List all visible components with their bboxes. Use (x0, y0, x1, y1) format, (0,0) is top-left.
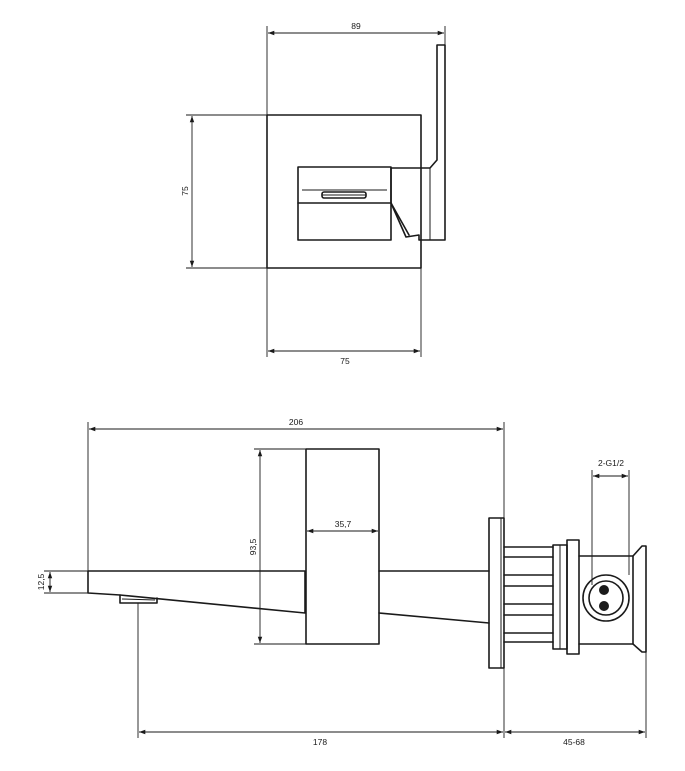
dim-label-thread: 2-G1/2 (598, 458, 624, 468)
dim-wall-range: 45-68 (505, 652, 647, 747)
dim-label-12-5: 12,5 (36, 573, 46, 590)
dim-total-length: 206 (87, 417, 505, 571)
dim-top-height: 75 (180, 114, 267, 269)
side-view: 206 93,5 35,7 12,5 2-G1/2 (36, 417, 647, 747)
connection-pipes (503, 546, 554, 643)
lever-handle (390, 44, 446, 241)
dim-thread: 2-G1/2 (591, 458, 630, 585)
dim-label-35-7: 35,7 (335, 519, 352, 529)
dim-label-178: 178 (313, 737, 327, 747)
dim-spout-height: 12,5 (36, 570, 88, 594)
dim-label-206: 206 (289, 417, 303, 427)
top-view: 89 75 75 (180, 21, 446, 366)
aerator (119, 594, 158, 604)
dim-label-93-5: 93,5 (248, 538, 258, 555)
inlet-port (582, 574, 630, 622)
dim-projection: 178 (137, 603, 505, 747)
cover-plate (266, 114, 422, 269)
dim-body-width: 35,7 (307, 519, 378, 534)
spout (87, 570, 306, 614)
inlet-hole-top (599, 585, 609, 595)
wall-plate (488, 517, 505, 669)
inlet-hole-bottom (599, 601, 609, 611)
dim-label-75-bottom: 75 (340, 356, 350, 366)
dim-body-height: 93,5 (248, 448, 306, 645)
dim-label-89: 89 (351, 21, 361, 31)
dim-label-45-68: 45-68 (563, 737, 585, 747)
dim-label-75-left: 75 (180, 186, 190, 196)
mixer-body (305, 448, 380, 645)
dim-top-width: 89 (266, 21, 446, 115)
valve-housing (578, 555, 634, 645)
dim-top-width-bottom: 75 (266, 268, 422, 366)
